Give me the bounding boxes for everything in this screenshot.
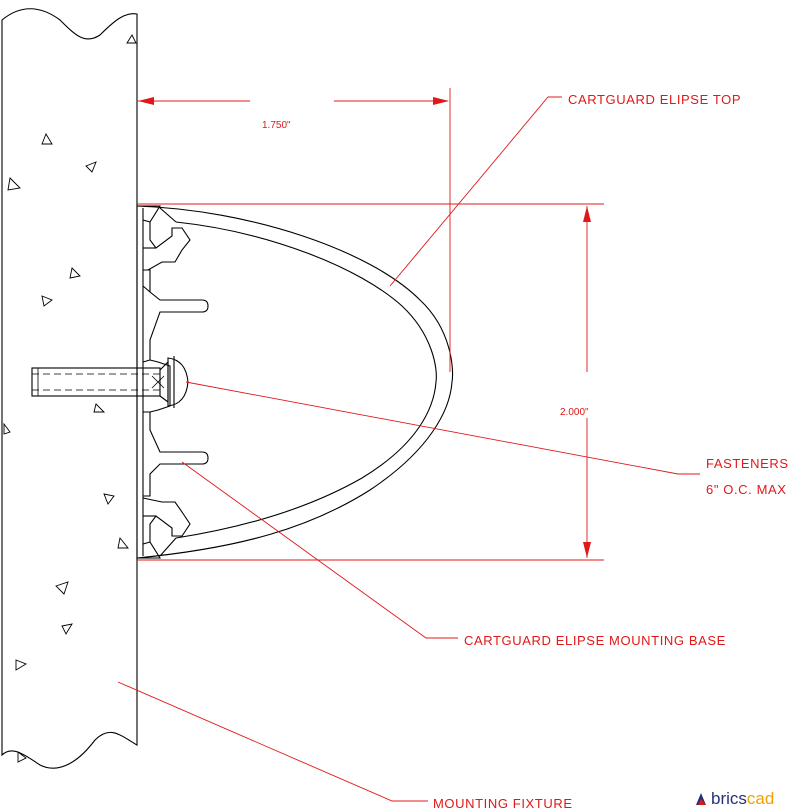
concrete-hatch — [3, 34, 137, 763]
brand-name-part2: cad — [746, 789, 775, 808]
ellipse-top — [136, 205, 454, 559]
label-fasteners-spacing: 6" O.C. MAX — [706, 482, 787, 497]
label-mounting-fixture: MOUNTING FIXTURE — [433, 796, 573, 811]
leader-lines — [117, 96, 700, 802]
bricscad-logo-icon — [696, 793, 706, 805]
mounting-base — [136, 204, 209, 560]
dimension-depth-label: 1.750" — [262, 120, 291, 131]
dimension-height — [137, 203, 604, 561]
label-fasteners: FASTENERS — [706, 456, 789, 471]
bricscad-brand: bricscad — [694, 788, 774, 810]
dimension-height-label: 2.000" — [560, 407, 589, 418]
mounting-fixture-wall — [1, 8, 138, 769]
label-mounting-base: CARTGUARD ELIPSE MOUNTING BASE — [464, 633, 726, 648]
dimension-depth — [138, 88, 451, 372]
brand-name-part1: brics — [711, 789, 747, 808]
label-ellipse-top: CARTGUARD ELIPSE TOP — [568, 92, 741, 107]
